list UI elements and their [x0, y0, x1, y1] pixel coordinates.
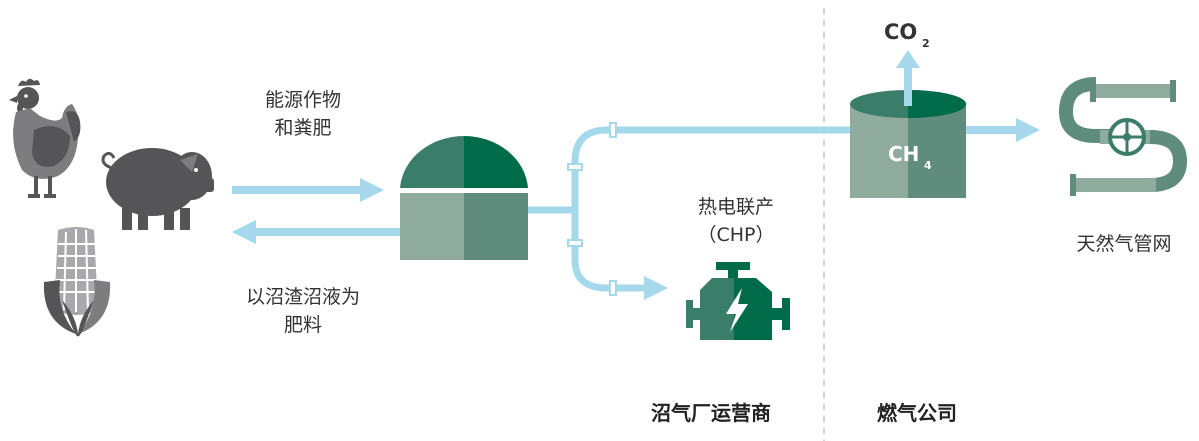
digestate-arrow [232, 220, 400, 244]
co2-release-arrow [896, 50, 920, 106]
ch4-main-text: CH [888, 142, 919, 166]
corn-icon [43, 227, 111, 337]
digester-icon [400, 135, 528, 260]
chp-label-line2: （CHP） [697, 224, 774, 246]
gas-grid-label: 天然气管网 [1076, 233, 1171, 255]
gas-tank-icon [850, 90, 966, 198]
pipeline-valve-icon [1058, 77, 1188, 196]
ch4-subscript: 4 [924, 159, 932, 172]
engine-lightning-icon [686, 262, 790, 340]
pig-icon [101, 148, 214, 230]
pipe-joints [567, 122, 617, 296]
digestate-label-line1: 以沼渣沼液为 [246, 286, 360, 308]
operator-section-title: 沼气厂运营商 [651, 401, 771, 425]
grid-supply-arrow [966, 118, 1040, 142]
chp-label-line1: 热电联产 [698, 196, 774, 218]
biogas-pipes [528, 126, 856, 292]
chicken-icon [9, 78, 81, 198]
digestate-label-line2: 肥料 [284, 314, 322, 336]
gas-company-section-title: 燃气公司 [877, 401, 957, 425]
chp-arrowhead [644, 276, 668, 300]
feedstock-label-line1: 能源作物 [265, 89, 341, 111]
feedstock-arrow [232, 178, 384, 202]
co2-label: CO 2 [884, 20, 930, 50]
co2-main-text: CO [884, 20, 917, 44]
ch4-label: CH 4 [888, 142, 932, 172]
feedstock-label-line2: 和粪肥 [274, 117, 331, 139]
co2-subscript: 2 [922, 37, 930, 50]
